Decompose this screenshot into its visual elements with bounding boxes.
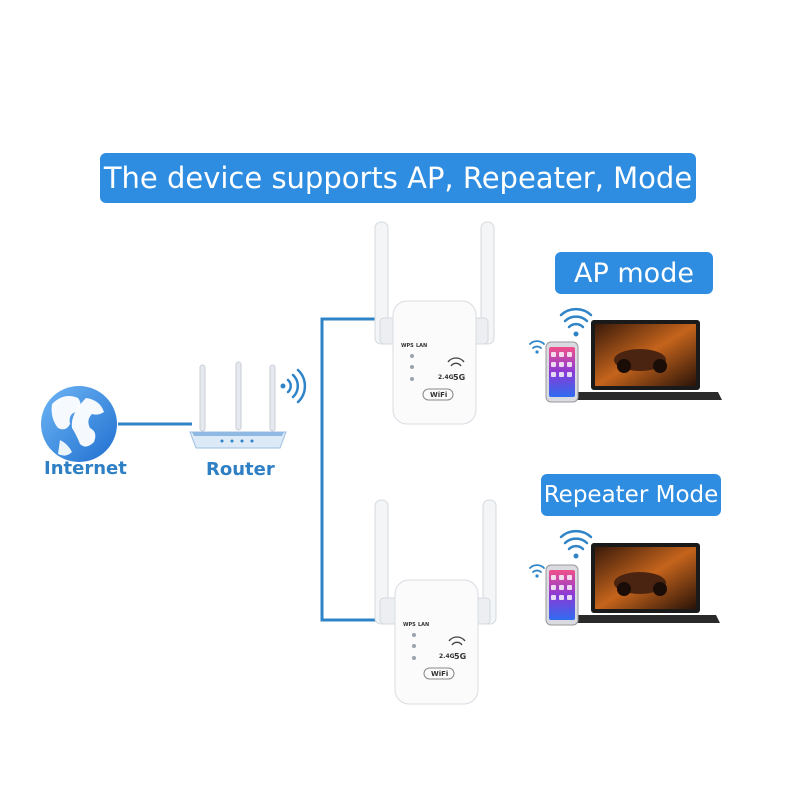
repeater-device-bottom — [374, 499, 497, 705]
device-top-wps-label: WPS — [401, 343, 414, 349]
device-bottom-wps-label: WPS — [403, 622, 416, 628]
router-icon — [189, 361, 287, 449]
device-top-wifi-label: WiFi — [430, 391, 447, 399]
device-bottom-lan-label: LAN — [418, 622, 429, 628]
page-title: The device supports AP, Repeater, Mode — [100, 153, 696, 203]
internet-globe-icon — [41, 386, 117, 462]
device-top-lan-label: LAN — [416, 343, 427, 349]
router-label: Router — [206, 459, 275, 480]
wifi-signal-icon — [559, 529, 593, 559]
laptop-icon — [574, 320, 722, 400]
ap-mode-label: AP mode — [555, 252, 713, 294]
phone-icon — [545, 564, 579, 626]
ap-mode-clients — [529, 307, 722, 403]
wifi-signal-icon — [559, 307, 593, 337]
repeater-mode-clients — [529, 529, 720, 626]
wifi-signal-small-icon — [529, 564, 545, 578]
laptop-icon — [574, 543, 720, 623]
device-bottom-5g-label: 5G — [454, 652, 466, 661]
internet-label: Internet — [44, 458, 127, 479]
repeater-device-top — [374, 221, 495, 425]
connection-lines — [118, 317, 383, 622]
branch-line — [320, 317, 383, 622]
repeater-mode-label: Repeater Mode — [541, 474, 721, 516]
router-signal-icon — [280, 368, 307, 404]
device-bottom-band-label: 2.4G — [439, 653, 455, 660]
device-bottom-wifi-label: WiFi — [431, 670, 448, 678]
phone-icon — [545, 341, 579, 403]
device-top-5g-label: 5G — [453, 373, 465, 382]
wifi-signal-small-icon — [529, 340, 545, 354]
device-top-band-label: 2.4G — [438, 374, 454, 381]
